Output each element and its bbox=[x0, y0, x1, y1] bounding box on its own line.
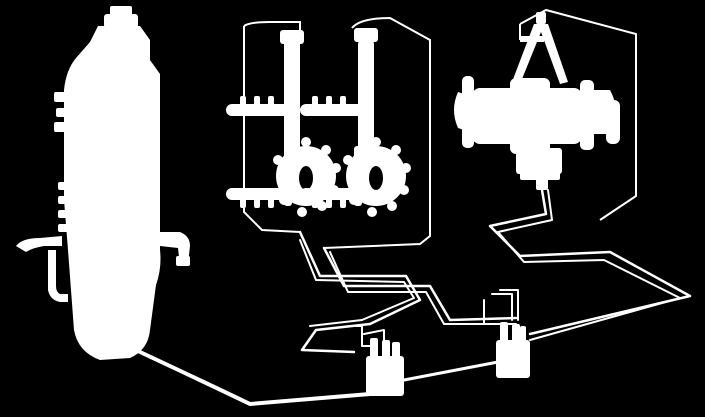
piping-network-icon bbox=[138, 188, 692, 406]
manifold-block-left-icon bbox=[366, 338, 404, 396]
manifold-block-right-icon bbox=[496, 322, 530, 378]
heat-exchanger-panel-icon bbox=[300, 16, 431, 249]
cylindrical-vessel-with-hoist-icon bbox=[454, 8, 637, 221]
column-vessel-icon bbox=[16, 6, 190, 360]
heat-exchanger-panel-icon bbox=[226, 21, 341, 233]
